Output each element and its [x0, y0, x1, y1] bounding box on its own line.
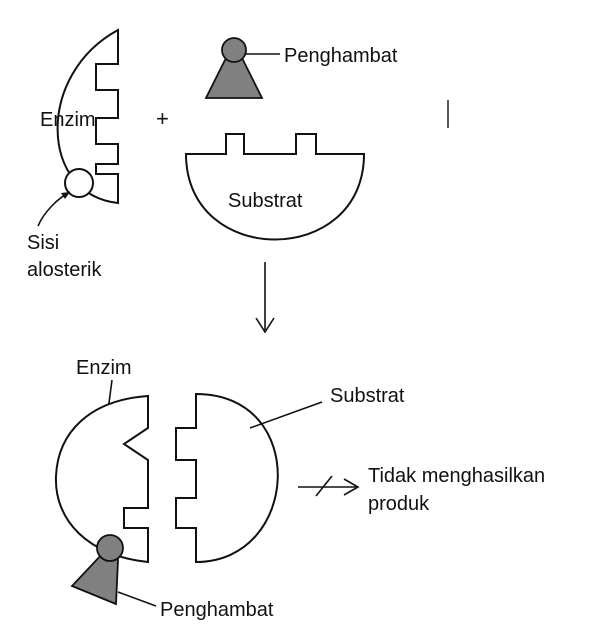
inhibitor-top-head	[221, 37, 247, 63]
down-arrow-head	[255, 317, 275, 334]
allosteric-site-arrowhead	[61, 192, 70, 199]
allosteric-label-line2: alosterik	[27, 259, 102, 281]
blocked-arrow-head	[343, 478, 360, 496]
enzyme-bottom-shape	[54, 394, 149, 564]
blocked-arrow-slash	[315, 475, 333, 497]
result-label-line1: Tidak menghasilkan	[368, 465, 545, 487]
inhibitor-bottom-head	[96, 534, 124, 562]
enzyme-top-shape	[56, 28, 119, 205]
substrate-bottom-pointer	[249, 401, 323, 429]
inhibitor-bottom-label: Penghambat	[160, 599, 274, 621]
result-label-line2: produk	[368, 493, 430, 515]
enzyme-bottom-label: Enzim	[76, 357, 132, 379]
inhibitor-top-shape	[204, 57, 264, 99]
allosteric-label-line1: Sisi	[27, 232, 59, 254]
substrate-top-shape	[184, 133, 366, 241]
inhibitor-bottom-pointer	[117, 591, 157, 607]
plus-sign: +	[156, 106, 169, 131]
allosteric-site-circle	[64, 168, 94, 198]
enzyme-top-label: Enzim	[40, 109, 96, 131]
substrate-bottom-shape	[175, 392, 279, 564]
substrate-bottom-label: Substrat	[330, 385, 405, 407]
inhibitor-top-label: Penghambat	[284, 45, 398, 67]
substrate-top-label: Substrat	[228, 190, 303, 212]
